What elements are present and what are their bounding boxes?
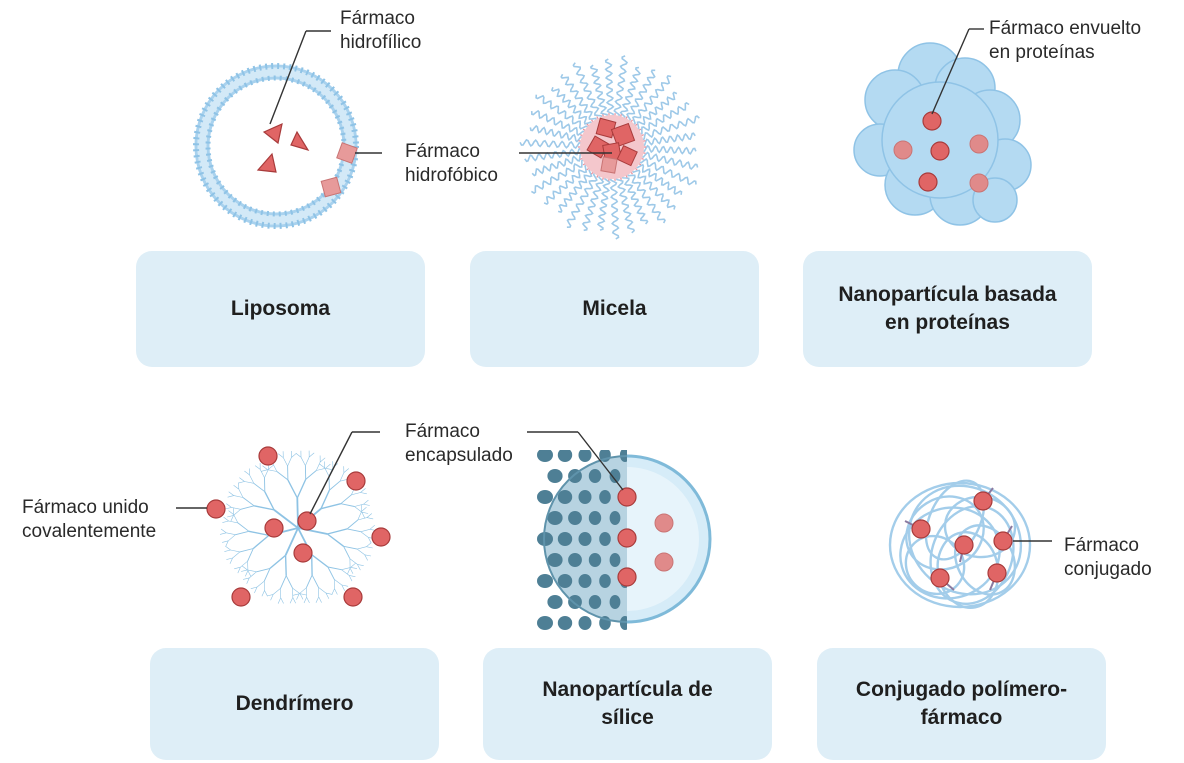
label-protein-wrapped-drug: Fármaco envuelto en proteínas: [989, 18, 1142, 64]
leader-line: [309, 431, 353, 515]
drug-sphere: [918, 172, 938, 192]
box-protein-nanoparticle: Nanopartícula basada en proteínas: [803, 251, 1092, 367]
label-hydrophilic-drug: Fármaco hidrofílico: [340, 8, 422, 54]
label-covalently-bound-drug: Fármaco unido covalentemente: [22, 497, 157, 543]
polymer-drug-conjugate-illustration: [888, 479, 1052, 609]
label-conjugated-drug: Fármaco conjugado: [1064, 535, 1152, 581]
dendrimer-illustration: [176, 431, 391, 607]
micelle-illustration: [519, 55, 700, 240]
drug-sphere: [922, 111, 942, 131]
hydrophilic-drug-triangle: [290, 130, 310, 152]
drug-sphere: [969, 173, 989, 193]
box-liposoma: Liposoma: [136, 251, 425, 367]
box-silica-nanoparticle: Nanopartícula de sílice: [483, 648, 772, 760]
hydrophobic-drug-square: [320, 176, 342, 198]
leader-line: [931, 28, 970, 115]
box-polymer-drug-conjugate: Conjugado polímero- fármaco: [817, 648, 1106, 760]
leader-line: [577, 431, 624, 491]
leader-line: [269, 30, 307, 125]
box-dendrimero: Dendrímero: [150, 648, 439, 760]
drug-sphere: [893, 140, 913, 160]
hydrophilic-drug-triangle: [262, 122, 283, 145]
box-micela: Micela: [470, 251, 759, 367]
liposome-illustration: [193, 30, 382, 229]
drug-sphere: [930, 141, 950, 161]
label-hydrophobic-drug: Fármaco hidrofóbico: [405, 141, 498, 187]
drug-sphere: [969, 134, 989, 154]
liposome-head-dots: [193, 63, 359, 229]
hydrophobic-drug-square: [336, 142, 358, 164]
liposome-bilayer-tails: [197, 67, 355, 225]
dendrimer-branches: [219, 450, 377, 604]
protein-nanoparticle-illustration: [853, 28, 1032, 226]
hydrophilic-drug-triangle: [256, 152, 277, 173]
label-encapsulated-drug: Fármaco encapsulado: [405, 421, 513, 467]
silica-nanoparticle-illustration: [527, 431, 712, 630]
